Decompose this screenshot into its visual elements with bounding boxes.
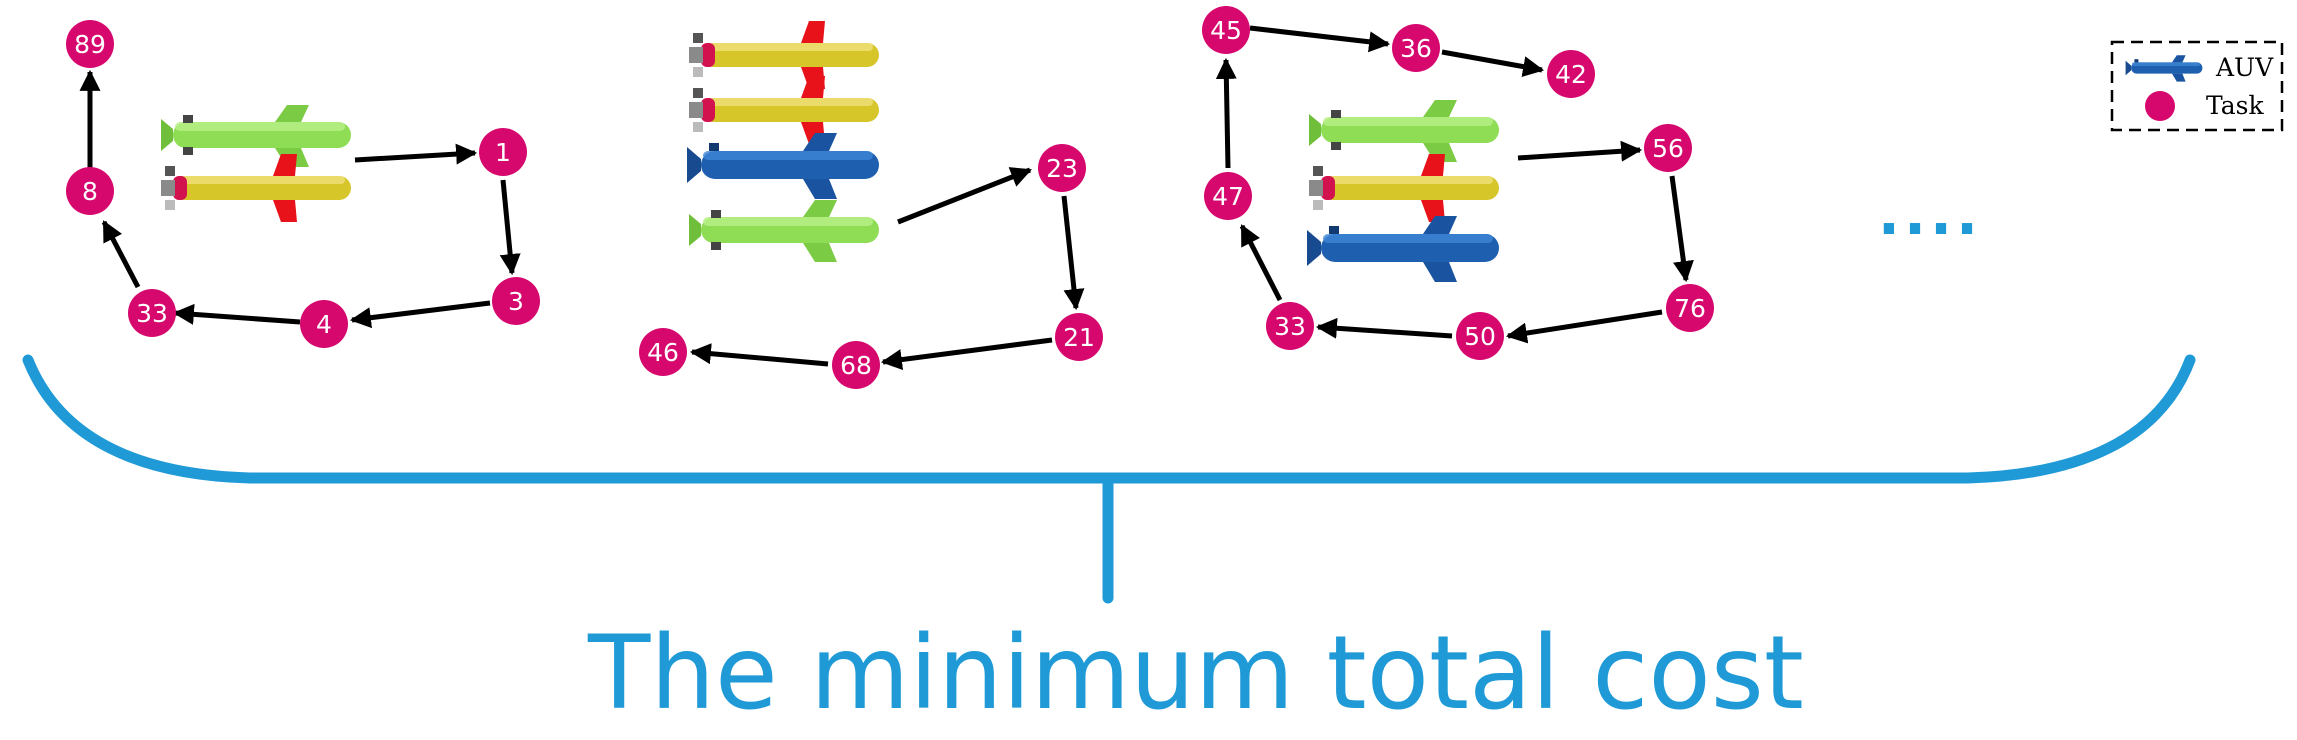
arrow-group1-3-4 [349, 300, 491, 329]
svg-text:68: 68 [840, 351, 872, 380]
task-legend-icon [2145, 91, 2175, 121]
svg-text:46: 46 [647, 338, 679, 367]
arrow-group3-56-76 [1669, 175, 1694, 283]
auv-group3-3 [1307, 216, 1499, 282]
legend-box [2110, 40, 2284, 132]
task-node: 56 [1644, 124, 1692, 172]
arrow-group3-45-36 [1249, 25, 1391, 53]
svg-text:23: 23 [1046, 154, 1078, 183]
auv-group3-1 [1309, 100, 1499, 162]
task-node: 76 [1666, 284, 1714, 332]
task-node: 33 [128, 289, 176, 337]
group-3: 56 76 50 33 47 45 36 42 [1202, 6, 1714, 360]
svg-text:3: 3 [508, 287, 524, 316]
arrow-group1-33-8 [101, 220, 141, 289]
svg-text:1: 1 [495, 138, 511, 167]
auv-group2-3 [687, 133, 879, 199]
svg-text:56: 56 [1652, 134, 1684, 163]
auv-group2-4 [689, 200, 879, 262]
auv-group1-1 [161, 105, 351, 167]
auv-group2-1 [689, 21, 879, 89]
arrow-group3-33-47 [1239, 224, 1283, 302]
legend-auv-label: AUV [2215, 53, 2274, 82]
arrow-group3-50-33 [1315, 317, 1453, 339]
arrow-group1-1-3 [499, 179, 521, 276]
auv-group3-2 [1309, 154, 1499, 222]
group-1: 1 3 4 33 8 89 [66, 20, 540, 348]
svg-text:45: 45 [1210, 16, 1242, 45]
task-node: 45 [1202, 6, 1250, 54]
task-node: 46 [639, 328, 687, 376]
task-node: 1 [479, 128, 527, 176]
task-node: 68 [832, 341, 880, 389]
arrow-group3-47-45 [1215, 57, 1237, 169]
arrow-group2-auv-23 [897, 167, 1032, 225]
brace [22, 354, 2196, 484]
svg-text:36: 36 [1400, 34, 1432, 63]
task-node: 33 [1266, 302, 1314, 350]
svg-text:33: 33 [136, 299, 168, 328]
task-node: 23 [1038, 144, 1086, 192]
task-node: 89 [66, 20, 114, 68]
task-node: 42 [1547, 50, 1595, 98]
svg-text:42: 42 [1555, 60, 1587, 89]
continuation-dots: .... [1878, 180, 1982, 248]
svg-text:89: 89 [74, 30, 106, 59]
arrow-group2-23-21 [1061, 195, 1085, 311]
svg-text:47: 47 [1212, 182, 1244, 211]
arrow-group1-auv-1 [354, 143, 478, 165]
arrow-group1-4-33 [172, 303, 301, 325]
auv-group2-2 [689, 76, 879, 144]
arrow-group2-21-68 [880, 337, 1053, 370]
task-node: 47 [1204, 172, 1252, 220]
task-node: 8 [66, 167, 114, 215]
task-node: 4 [300, 300, 348, 348]
svg-text:21: 21 [1063, 323, 1095, 352]
task-node: 50 [1456, 312, 1504, 360]
arrow-group2-68-46 [689, 343, 829, 367]
svg-text:4: 4 [316, 310, 332, 339]
auv-group1-2 [161, 154, 351, 222]
caption: The minimum total cost [587, 614, 1804, 733]
svg-text:33: 33 [1274, 312, 1306, 341]
svg-text:76: 76 [1674, 294, 1706, 323]
svg-text:8: 8 [82, 177, 98, 206]
arrow-group3-auv-56 [1517, 140, 1643, 162]
legend-task-label: Task [2206, 91, 2264, 120]
legend: AUV Task [2110, 40, 2284, 132]
arrow-group3-36-42 [1441, 49, 1545, 77]
task-node: 36 [1392, 24, 1440, 72]
task-node: 3 [492, 277, 540, 325]
arrow-group3-76-50 [1505, 309, 1663, 344]
group-2: 23 21 68 46 [639, 21, 1103, 389]
task-node: 21 [1055, 313, 1103, 361]
svg-text:50: 50 [1464, 322, 1496, 351]
